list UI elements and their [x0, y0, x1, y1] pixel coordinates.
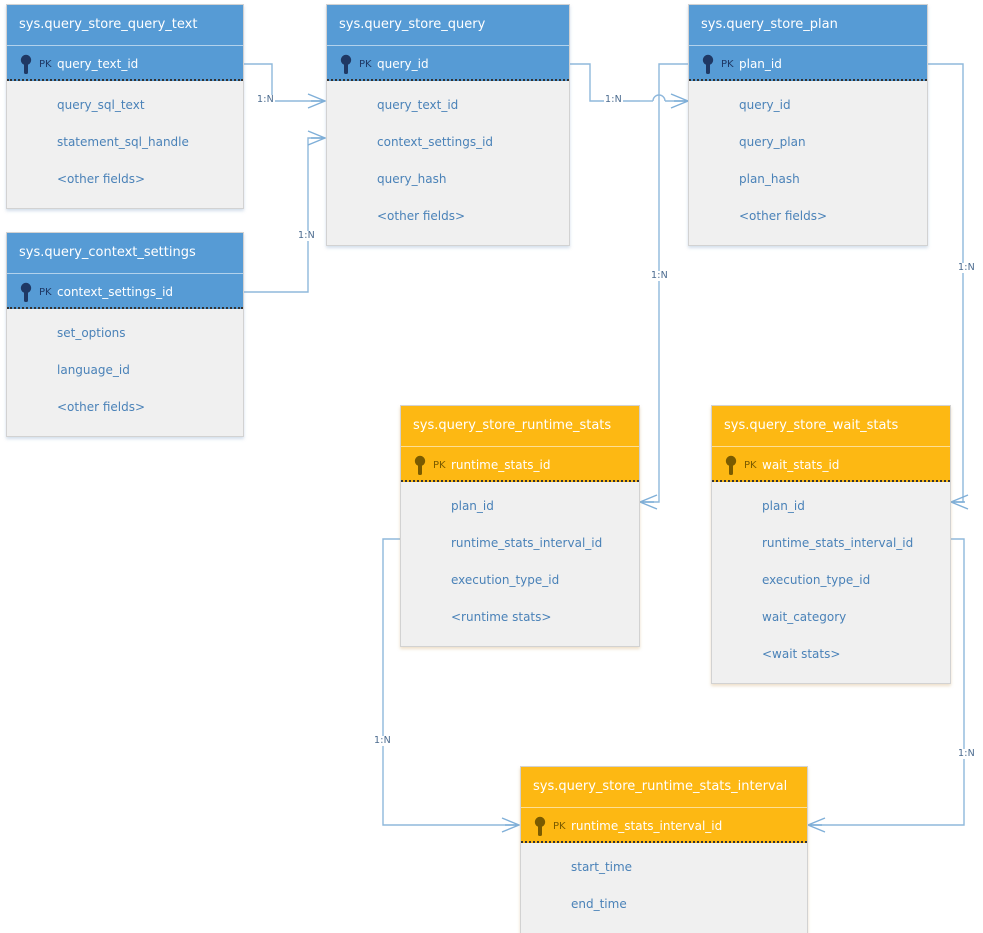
- key-icon: PK: [19, 282, 53, 304]
- primary-key-row[interactable]: PK runtime_stats_interval_id: [521, 807, 807, 843]
- primary-key-name: context_settings_id: [57, 285, 174, 299]
- field-row: query_text_id: [377, 98, 459, 112]
- table-fields: set_options language_id <other fields>: [7, 309, 243, 436]
- key-icon: PK: [339, 54, 373, 76]
- field-row: statement_sql_handle: [57, 135, 189, 149]
- entity-table-query-text[interactable]: sys.query_store_query_text PK query_text…: [6, 4, 244, 209]
- key-icon: PK: [19, 54, 53, 76]
- primary-key-name: query_id: [377, 57, 429, 71]
- field-row: plan_id: [762, 499, 805, 513]
- cardinality-label: 1:N: [604, 94, 623, 105]
- table-title: sys.query_store_wait_stats: [712, 406, 950, 446]
- field-row: wait_category: [762, 610, 847, 624]
- field-row: end_time: [571, 897, 627, 911]
- connector-context-settings-to-query: [244, 130, 327, 293]
- field-row: plan_hash: [739, 172, 800, 186]
- table-title: sys.query_store_query: [327, 5, 569, 45]
- field-row: <other fields>: [57, 172, 146, 186]
- entity-table-context-settings[interactable]: sys.query_context_settings PK context_se…: [6, 232, 244, 437]
- pk-badge-label: PK: [359, 59, 372, 70]
- table-fields: plan_id runtime_stats_interval_id execut…: [712, 482, 950, 683]
- field-row: language_id: [57, 363, 130, 377]
- primary-key-name: query_text_id: [57, 57, 139, 71]
- field-row: query_sql_text: [57, 98, 145, 112]
- pk-badge-label: PK: [553, 821, 566, 832]
- primary-key-name: runtime_stats_id: [451, 458, 551, 472]
- field-row: <other fields>: [377, 209, 466, 223]
- field-row: runtime_stats_interval_id: [451, 536, 603, 550]
- primary-key-row[interactable]: PK runtime_stats_id: [401, 446, 639, 482]
- field-row: context_settings_id: [377, 135, 494, 149]
- cardinality-label: 1:N: [957, 262, 976, 273]
- cardinality-label: 1:N: [957, 748, 976, 759]
- cardinality-label: 1:N: [373, 735, 392, 746]
- field-row: <runtime stats>: [451, 610, 552, 624]
- field-row: query_hash: [377, 172, 447, 186]
- pk-badge-label: PK: [744, 460, 757, 471]
- table-fields: query_id query_plan plan_hash <other fie…: [689, 81, 927, 245]
- primary-key-row[interactable]: PK plan_id: [689, 45, 927, 81]
- field-row: <other fields>: [57, 400, 146, 414]
- table-fields: plan_id runtime_stats_interval_id execut…: [401, 482, 639, 646]
- field-row: <wait stats>: [762, 647, 841, 661]
- key-icon: PK: [701, 54, 735, 76]
- pk-badge-label: PK: [39, 59, 52, 70]
- field-row: execution_type_id: [451, 573, 560, 587]
- cardinality-label: 1:N: [256, 94, 275, 105]
- field-row: query_plan: [739, 135, 806, 149]
- primary-key-name: wait_stats_id: [762, 458, 840, 472]
- pk-badge-label: PK: [39, 287, 52, 298]
- table-fields: start_time end_time: [521, 843, 807, 933]
- field-row: runtime_stats_interval_id: [762, 536, 914, 550]
- primary-key-row[interactable]: PK wait_stats_id: [712, 446, 950, 482]
- field-row: execution_type_id: [762, 573, 871, 587]
- primary-key-row[interactable]: PK context_settings_id: [7, 273, 243, 309]
- connector-plan-to-runtime-stats: [638, 63, 688, 510]
- key-icon: PK: [533, 816, 567, 838]
- table-fields: query_text_id context_settings_id query_…: [327, 81, 569, 245]
- field-row: query_id: [739, 98, 791, 112]
- field-row: <other fields>: [739, 209, 828, 223]
- cardinality-label: 1:N: [297, 230, 316, 241]
- table-title: sys.query_store_runtime_stats_interval: [521, 767, 807, 807]
- connector-query-to-plan: [570, 63, 690, 109]
- table-title: sys.query_store_query_text: [7, 5, 243, 45]
- primary-key-row[interactable]: PK query_text_id: [7, 45, 243, 81]
- key-icon: PK: [724, 455, 758, 477]
- field-row: set_options: [57, 326, 126, 340]
- table-title: sys.query_store_runtime_stats: [401, 406, 639, 446]
- table-fields: query_sql_text statement_sql_handle <oth…: [7, 81, 243, 208]
- entity-table-wait-stats[interactable]: sys.query_store_wait_stats PK wait_stats…: [711, 405, 951, 684]
- key-icon: PK: [413, 455, 447, 477]
- primary-key-row[interactable]: PK query_id: [327, 45, 569, 81]
- table-title: sys.query_store_plan: [689, 5, 927, 45]
- entity-table-runtime-stats-interval[interactable]: sys.query_store_runtime_stats_interval P…: [520, 766, 808, 933]
- primary-key-name: plan_id: [739, 57, 782, 71]
- entity-table-query[interactable]: sys.query_store_query PK query_id query_…: [326, 4, 570, 246]
- entity-table-runtime-stats[interactable]: sys.query_store_runtime_stats PK runtime…: [400, 405, 640, 647]
- field-row: plan_id: [451, 499, 494, 513]
- entity-table-plan[interactable]: sys.query_store_plan PK plan_id query_id…: [688, 4, 928, 246]
- pk-badge-label: PK: [433, 460, 446, 471]
- table-title: sys.query_context_settings: [7, 233, 243, 273]
- field-row: start_time: [571, 860, 633, 874]
- pk-badge-label: PK: [721, 59, 734, 70]
- cardinality-label: 1:N: [650, 270, 669, 281]
- primary-key-name: runtime_stats_interval_id: [571, 819, 723, 833]
